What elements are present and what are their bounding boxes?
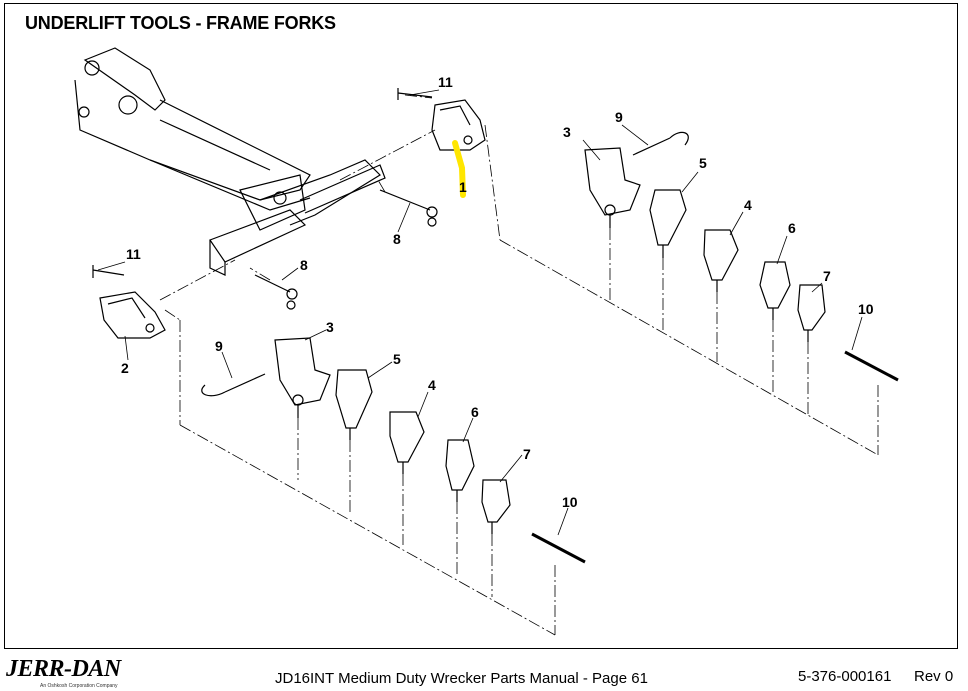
fork-set-a xyxy=(584,147,826,342)
clip-pin-9b xyxy=(201,373,266,397)
clip-pin-9a xyxy=(632,131,689,156)
callout-labels: 1 2 3 3 4 4 5 5 6 6 7 7 8 8 9 9 10 10 11… xyxy=(121,74,874,510)
callout-11b: 11 xyxy=(126,246,141,262)
callout-7b: 7 xyxy=(523,446,531,462)
pin-8a xyxy=(379,189,438,227)
pin-11a xyxy=(397,88,433,100)
leader-lines xyxy=(97,89,863,536)
fork-receiver-1 xyxy=(431,99,486,151)
item-1-highlight xyxy=(452,140,466,198)
exploded-view-diagram: 1 2 3 3 4 4 5 5 6 6 7 7 8 8 9 9 10 10 11… xyxy=(74,47,899,636)
callout-8b: 8 xyxy=(300,257,308,273)
callout-10a: 10 xyxy=(858,301,874,317)
callout-6a: 6 xyxy=(788,220,796,236)
fork-set-b xyxy=(274,337,511,534)
callout-3b: 3 xyxy=(326,319,334,335)
callout-4b: 4 xyxy=(428,377,436,393)
callout-6b: 6 xyxy=(471,404,479,420)
callout-4a: 4 xyxy=(744,197,752,213)
callout-11a: 11 xyxy=(438,74,453,90)
callout-9b: 9 xyxy=(215,338,223,354)
callout-9a: 9 xyxy=(615,109,623,125)
part-number: 5-376-000161 xyxy=(798,668,892,685)
callout-8a: 8 xyxy=(393,231,401,247)
jerr-dan-logo: JERR-DAN xyxy=(6,656,121,682)
callout-5a: 5 xyxy=(699,155,707,171)
page-title: UNDERLIFT TOOLS - FRAME FORKS xyxy=(25,13,336,33)
page-footer: JERR-DAN An Oshkosh Corporation Company … xyxy=(0,652,968,691)
logo-tagline: An Oshkosh Corporation Company xyxy=(40,683,118,689)
manual-title: JD16INT Medium Duty Wrecker Parts Manual… xyxy=(275,670,648,687)
callout-5b: 5 xyxy=(393,351,401,367)
chain-10a xyxy=(844,350,899,382)
phantom-lines xyxy=(159,94,879,636)
fork-receiver-2 xyxy=(99,291,166,339)
callout-2: 2 xyxy=(121,360,129,376)
chain-10b xyxy=(531,532,586,564)
callout-7a: 7 xyxy=(823,268,831,284)
revision: Rev 0 xyxy=(914,668,954,685)
callout-10b: 10 xyxy=(562,494,578,510)
underlift-boom xyxy=(74,47,386,276)
pin-8b xyxy=(254,274,298,310)
callout-1: 1 xyxy=(459,179,467,195)
callout-3a: 3 xyxy=(563,124,571,140)
pin-11b xyxy=(92,265,125,278)
